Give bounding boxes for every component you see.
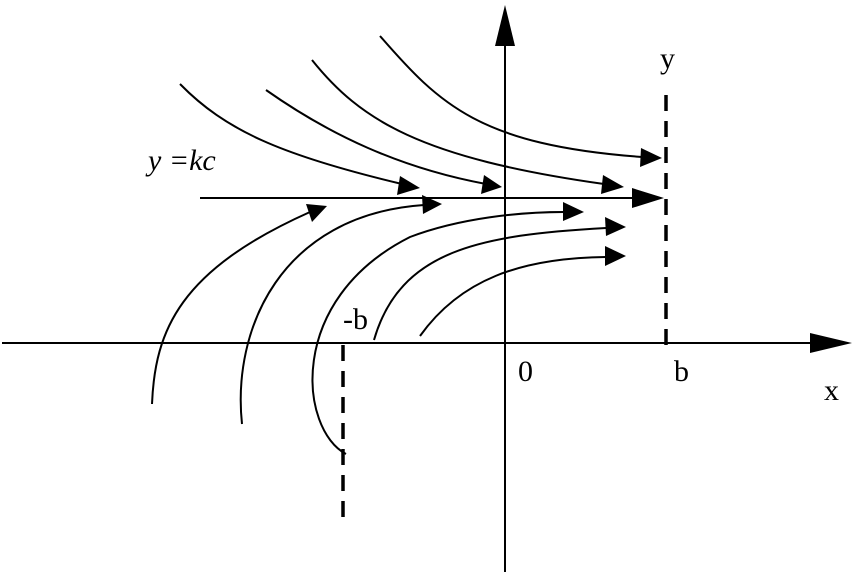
lower-trajectory-1-arrowhead [306,204,327,222]
upper-trajectory-2 [265,89,487,185]
origin-label: 0 [518,355,533,388]
b-label: b [674,355,689,388]
minus-b-label: -b [343,303,368,336]
lower-trajectory-5 [419,256,607,337]
x-axis-label: x [824,374,839,407]
upper-trajectory-4-arrowhead [640,148,662,167]
lower-trajectory-4 [373,227,607,341]
equation-label: y =kc [145,144,216,177]
lower-trajectory-3-arrowhead [563,202,584,221]
equation-y: y [145,144,162,177]
lower-trajectory-1 [151,211,311,405]
y-axis-label: y [660,42,675,75]
lower-trajectory-5-arrowhead [605,246,626,266]
equation-rest: =kc [161,144,215,177]
upper-trajectory-3-arrowhead [601,175,624,194]
line-y-equals-kc-arrowhead [632,188,664,208]
lower-trajectory-2 [239,204,425,425]
x-axis-arrowhead [810,333,852,353]
lower-trajectory-3 [311,211,565,455]
upper-trajectory-1-arrowhead [397,176,420,195]
upper-trajectory-1 [179,83,403,185]
upper-trajectory-3 [311,59,605,185]
upper-trajectory-2-arrowhead [481,175,502,194]
lower-trajectory-4-arrowhead [605,217,626,236]
lower-trajectory-2-arrowhead [422,195,442,214]
upper-trajectory-4 [379,35,643,158]
y-axis-arrowhead [495,5,515,46]
